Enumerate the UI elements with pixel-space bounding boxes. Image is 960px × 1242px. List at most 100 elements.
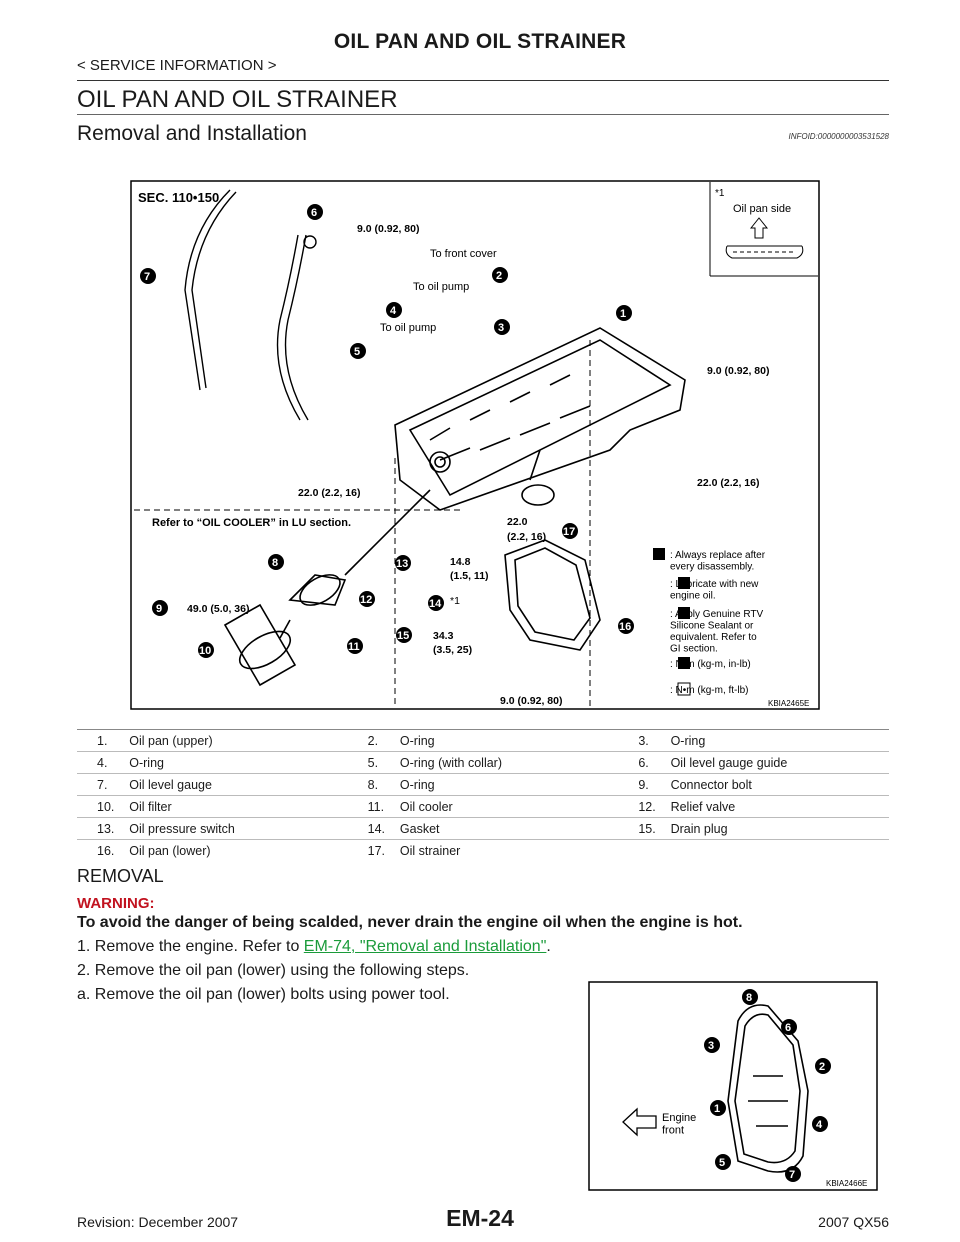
warning-text: To avoid the danger of being scalded, ne…	[77, 914, 743, 931]
callout-5: 5	[350, 343, 366, 359]
svg-text:2: 2	[496, 270, 502, 282]
callout-7: 7	[140, 268, 156, 284]
svg-text:6: 6	[785, 1022, 791, 1034]
info-id: INFOID:0000000003531528	[788, 132, 889, 141]
table-row: 7.Oil level gauge 8.O-ring 9.Connector b…	[77, 773, 889, 796]
header-divider	[77, 80, 889, 81]
svg-text:3: 3	[708, 1040, 714, 1052]
svg-text:7: 7	[144, 271, 150, 283]
svg-text:Oil pan side: Oil pan side	[733, 203, 791, 215]
svg-text:1: 1	[714, 1103, 720, 1115]
callout-9: 9	[152, 600, 168, 616]
callout-numbers: 1 2 3 4 5 6 7 8 9 10 11 12 13 14 15 16 1…	[140, 204, 634, 658]
removal-heading: REMOVAL	[77, 866, 164, 886]
bolt-5: 5	[715, 1154, 731, 1170]
table-row: 1.Oil pan (upper) 2.O-ring 3.O-ring	[77, 729, 889, 752]
table-row: 13.Oil pressure switch 14.Gasket 15.Drai…	[77, 817, 889, 840]
svg-text:(3.5, 25): (3.5, 25)	[433, 644, 472, 656]
bolt-1: 1	[710, 1100, 726, 1116]
callout-10: 10	[198, 642, 214, 658]
bolt-2: 2	[815, 1058, 831, 1074]
svg-text:*1: *1	[450, 595, 460, 607]
exploded-view-figure: SEC. 110•150 *1 Oil pan side Refer to “O…	[130, 180, 820, 710]
oil-pan-lower	[504, 539, 601, 651]
svg-text:22.0 (2.2, 16): 22.0 (2.2, 16)	[697, 477, 759, 489]
svg-text:17: 17	[563, 526, 575, 538]
oil-strainer	[521, 449, 555, 506]
svg-text:9.0 (0.92, 80): 9.0 (0.92, 80)	[707, 365, 769, 377]
callout-4: 4	[386, 302, 402, 318]
table-row: 16.Oil pan (lower) 17.Oil strainer	[77, 839, 889, 861]
svg-text:15: 15	[397, 630, 409, 642]
bolt-6: 6	[781, 1019, 797, 1035]
torque-labels: 9.0 (0.92, 80) 9.0 (0.92, 80) 22.0 (2.2,…	[187, 223, 769, 707]
svg-text:9.0 (0.92, 80): 9.0 (0.92, 80)	[357, 223, 419, 235]
svg-text:1: 1	[620, 308, 626, 320]
step-2: 2. Remove the oil pan (lower) using the …	[77, 962, 470, 979]
page-header-title: OIL PAN AND OIL STRAINER	[333, 30, 627, 53]
svg-text:9.0 (0.92, 80): 9.0 (0.92, 80)	[500, 695, 562, 707]
lower-pan-outline	[727, 1004, 809, 1173]
svg-text:8: 8	[272, 557, 278, 569]
figure-code: KBIA2466E	[826, 1179, 867, 1188]
svg-text:4: 4	[816, 1119, 823, 1131]
callout-14: 14	[428, 595, 444, 611]
callout-12: 12	[359, 591, 375, 607]
callout-15: 15	[396, 627, 412, 643]
oil-level-gauge	[184, 189, 317, 421]
callout-1: 1	[616, 305, 632, 321]
callout-16: 16	[618, 618, 634, 634]
svg-text:22.0 (2.2, 16): 22.0 (2.2, 16)	[298, 487, 360, 499]
svg-text:7: 7	[789, 1169, 795, 1181]
svg-text:9: 9	[156, 603, 162, 615]
step-1: 1. Remove the engine. Refer to EM-74, "R…	[77, 938, 551, 955]
svg-text:10: 10	[199, 645, 211, 657]
svg-text:34.3: 34.3	[433, 630, 454, 642]
warning-label: WARNING:	[77, 895, 155, 912]
svg-text:14.8: 14.8	[450, 556, 471, 568]
svg-text:To oil pump: To oil pump	[380, 322, 436, 334]
svg-text:6: 6	[311, 207, 317, 219]
bolt-4: 4	[812, 1116, 828, 1132]
svg-text:22.0: 22.0	[507, 516, 528, 528]
svg-text:49.0 (5.0, 36): 49.0 (5.0, 36)	[187, 603, 249, 615]
breadcrumb: < SERVICE INFORMATION >	[77, 57, 277, 74]
svg-text:13: 13	[396, 558, 408, 570]
inset-oil-pan-side: *1 Oil pan side	[709, 182, 818, 277]
svg-text:8: 8	[746, 992, 752, 1004]
subsection-title: Removal and Installation	[77, 122, 307, 145]
svg-text:(2.2, 16): (2.2, 16)	[507, 531, 546, 543]
figure-code: KBIA2465E	[768, 699, 809, 708]
bolt-7: 7	[785, 1166, 801, 1182]
callout-2: 2	[492, 267, 508, 283]
table-row: 10.Oil filter 11.Oil cooler 12.Relief va…	[77, 795, 889, 818]
svg-text:To oil pump: To oil pump	[413, 281, 469, 293]
page-number: EM-24	[446, 1205, 514, 1231]
svg-text:5: 5	[719, 1157, 725, 1169]
svg-text:To front cover: To front cover	[430, 248, 497, 260]
bolt-callouts: 1 2 3 4 5 6 7 8	[704, 989, 831, 1182]
sec-label: SEC. 110•150	[138, 190, 219, 205]
vehicle-model: 2007 QX56	[818, 1214, 889, 1230]
svg-text:12: 12	[360, 594, 372, 606]
svg-text:11: 11	[348, 641, 360, 653]
refer-note: Refer to “OIL COOLER” in LU section.	[152, 517, 351, 529]
callout-11: 11	[347, 638, 363, 654]
svg-text:: N•m (kg-m, ft-lb): : N•m (kg-m, ft-lb)	[670, 685, 749, 696]
engine-front-arrow-icon	[622, 1107, 657, 1137]
section-divider	[77, 114, 889, 115]
callout-8: 8	[268, 554, 284, 570]
svg-text:5: 5	[354, 346, 360, 358]
oil-pan-upper	[394, 327, 686, 511]
removal-installation-link[interactable]: EM-74, "Removal and Installation"	[303, 938, 547, 955]
svg-text:*1: *1	[715, 188, 725, 199]
section-title: OIL PAN AND OIL STRAINER	[77, 86, 398, 113]
revision-date: Revision: December 2007	[77, 1214, 239, 1230]
callout-6: 6	[307, 204, 323, 220]
parts-legend-table: 1.Oil pan (upper) 2.O-ring 3.O-ring 4.O-…	[77, 729, 889, 861]
